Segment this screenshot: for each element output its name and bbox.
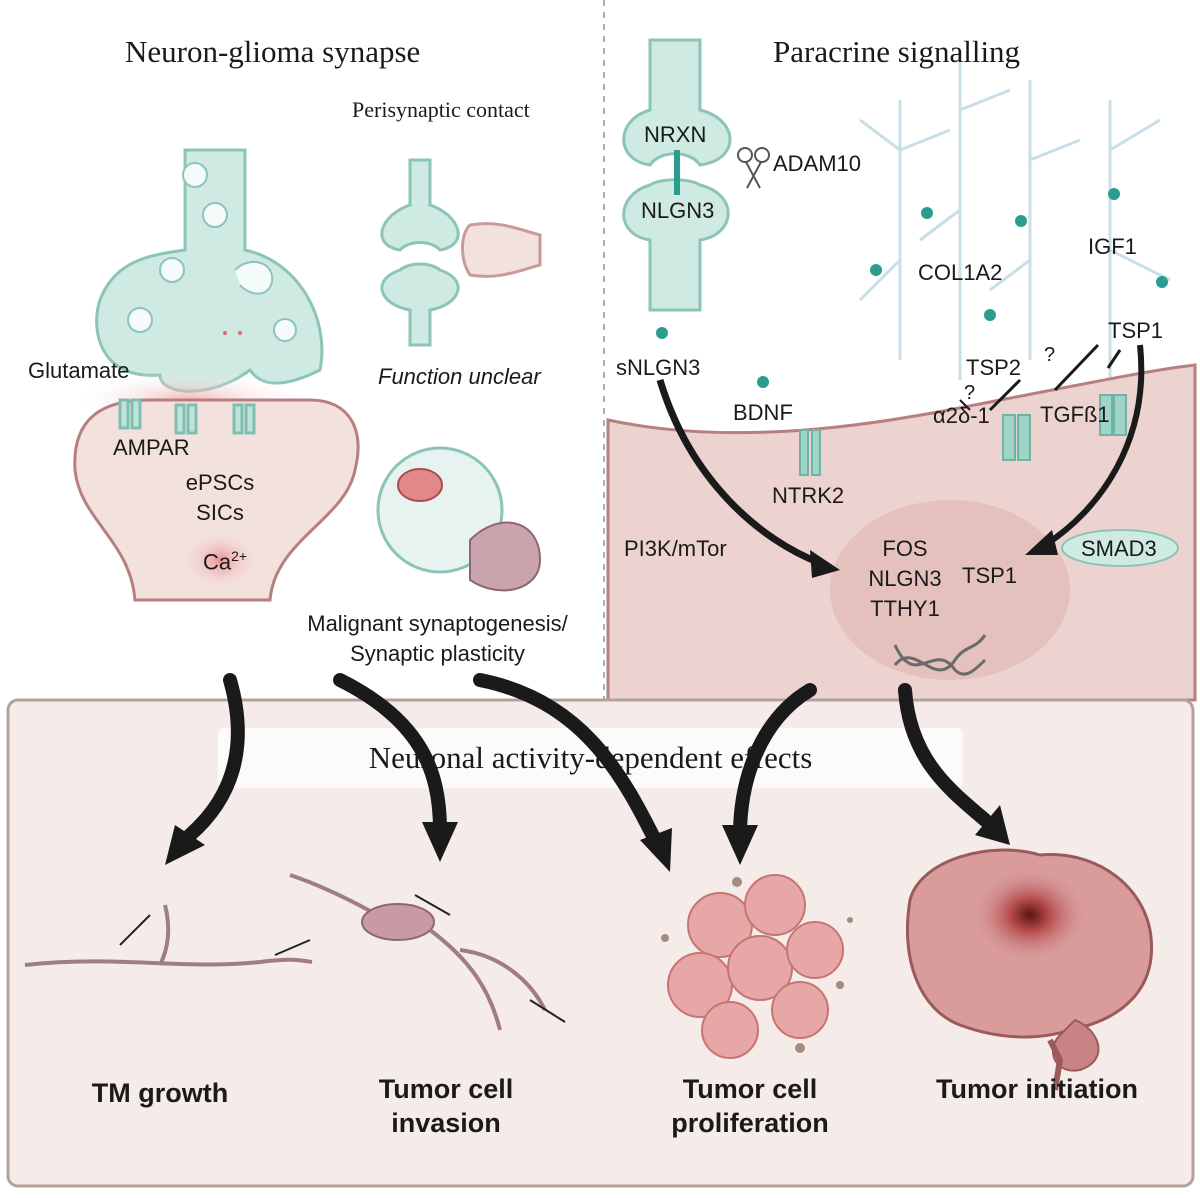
nrxn-label: NRXN	[644, 122, 707, 147]
question-mark-1: ?	[1044, 344, 1056, 366]
fos-label: FOS	[882, 536, 928, 561]
nrxn-nlgn3-bond	[674, 150, 680, 195]
nrxn-nlgn3-synapse	[622, 38, 732, 312]
outcome-proliferation: Tumor cell proliferation	[630, 1072, 870, 1140]
proliferation-cluster	[667, 874, 844, 1059]
nucleus	[830, 500, 1070, 680]
mitochondrion	[397, 468, 443, 502]
sics-label: SICs	[196, 500, 244, 525]
alpha2delta-label: α2δ-1	[933, 403, 990, 428]
bottom-panel-title: Neuronal activity-dependent effects	[368, 740, 813, 775]
tgfb1-label: TGFß1	[1040, 402, 1110, 427]
tthy1-label: TTHY1	[870, 596, 940, 621]
col1a2-label: COL1A2	[918, 260, 1003, 285]
smad3-oval	[1061, 529, 1179, 567]
question-mark-2: ?	[964, 382, 976, 404]
calcium-charge: 2+	[231, 548, 248, 564]
calcium-label: Ca2+	[203, 548, 247, 575]
snlgn3-arrow	[656, 378, 822, 567]
vesicle	[182, 162, 208, 188]
outcome-line2: proliferation	[671, 1108, 829, 1138]
outcome-line1: Tumor cell	[682, 1074, 818, 1104]
invasion-illustration	[289, 873, 566, 1031]
synaptogenesis-label-2: Synaptic plasticity	[350, 641, 525, 666]
tsp1-top-label: TSP1	[1108, 318, 1164, 343]
effect-arrowheads	[165, 805, 1010, 872]
presynaptic-neuron	[95, 148, 324, 393]
nlgn3-nucleus-label: NLGN3	[868, 566, 942, 591]
outcome-line1: Tumor cell	[378, 1074, 514, 1104]
nlgn3-label-top: NLGN3	[641, 198, 715, 223]
scissors-icon	[737, 147, 770, 189]
vesicle	[202, 202, 228, 228]
ampar-receptors	[118, 398, 256, 435]
pathway-arrows	[656, 343, 1145, 578]
glioma-postsynaptic-cell	[73, 398, 360, 602]
vesicle	[159, 257, 185, 283]
outcome-tumor-initiation: Tumor initiation	[917, 1072, 1157, 1106]
perisynaptic-contact	[380, 158, 542, 347]
tsp1-nucleus-label: TSP1	[962, 563, 1018, 588]
bdnf-label: BDNF	[733, 400, 793, 425]
bottom-panel	[6, 698, 1195, 1188]
proliferation-particles	[661, 877, 853, 1053]
glutamate-label: Glutamate	[28, 358, 130, 383]
calcium-symbol: Ca	[203, 549, 232, 575]
left-panel-title: Neuron-glioma synapse	[125, 34, 421, 69]
outcome-tm-growth: TM growth	[50, 1076, 270, 1110]
igf1-label: IGF1	[1088, 234, 1137, 259]
tm-growth-illustration	[24, 904, 313, 967]
function-unclear-label: Function unclear	[378, 364, 541, 389]
pi3k-label: PI3K/mTor	[624, 536, 727, 561]
receptors-right	[799, 394, 1127, 476]
vesicle	[127, 307, 153, 333]
outcome-line2: invasion	[391, 1108, 501, 1138]
calcium-glow	[182, 530, 258, 590]
dna-icon	[893, 634, 987, 676]
vesicle-cell	[376, 446, 542, 592]
ntrk2-label: NTRK2	[772, 483, 845, 508]
adam10-label: ADAM10	[773, 151, 862, 176]
ampar-label: AMPAR	[113, 435, 190, 460]
smad3-label: SMAD3	[1081, 536, 1157, 561]
tumor-glow	[975, 870, 1085, 960]
brainstem	[1047, 1038, 1064, 1091]
secreted-factor-dots	[656, 188, 1168, 388]
effect-arrows	[183, 673, 992, 847]
perisynaptic-label: Perisynaptic contact	[352, 97, 530, 122]
synaptogenesis-label-1: Malignant synaptogenesis/	[307, 611, 568, 636]
epscs-label: ePSCs	[185, 470, 255, 495]
snlgn3-label: sNLGN3	[616, 355, 701, 380]
outcome-line1: Tumor initiation	[936, 1074, 1138, 1104]
outcome-invasion: Tumor cell invasion	[326, 1072, 566, 1140]
bottom-title-box	[218, 728, 963, 788]
neuron-network	[858, 50, 1171, 380]
tsp1-arrow	[1043, 344, 1145, 548]
brain-illustration	[905, 848, 1153, 1091]
right-panel-title: Paracrine signalling	[773, 34, 1021, 69]
outcome-line1: TM growth	[91, 1078, 229, 1108]
tsp2-label: TSP2	[966, 355, 1022, 380]
